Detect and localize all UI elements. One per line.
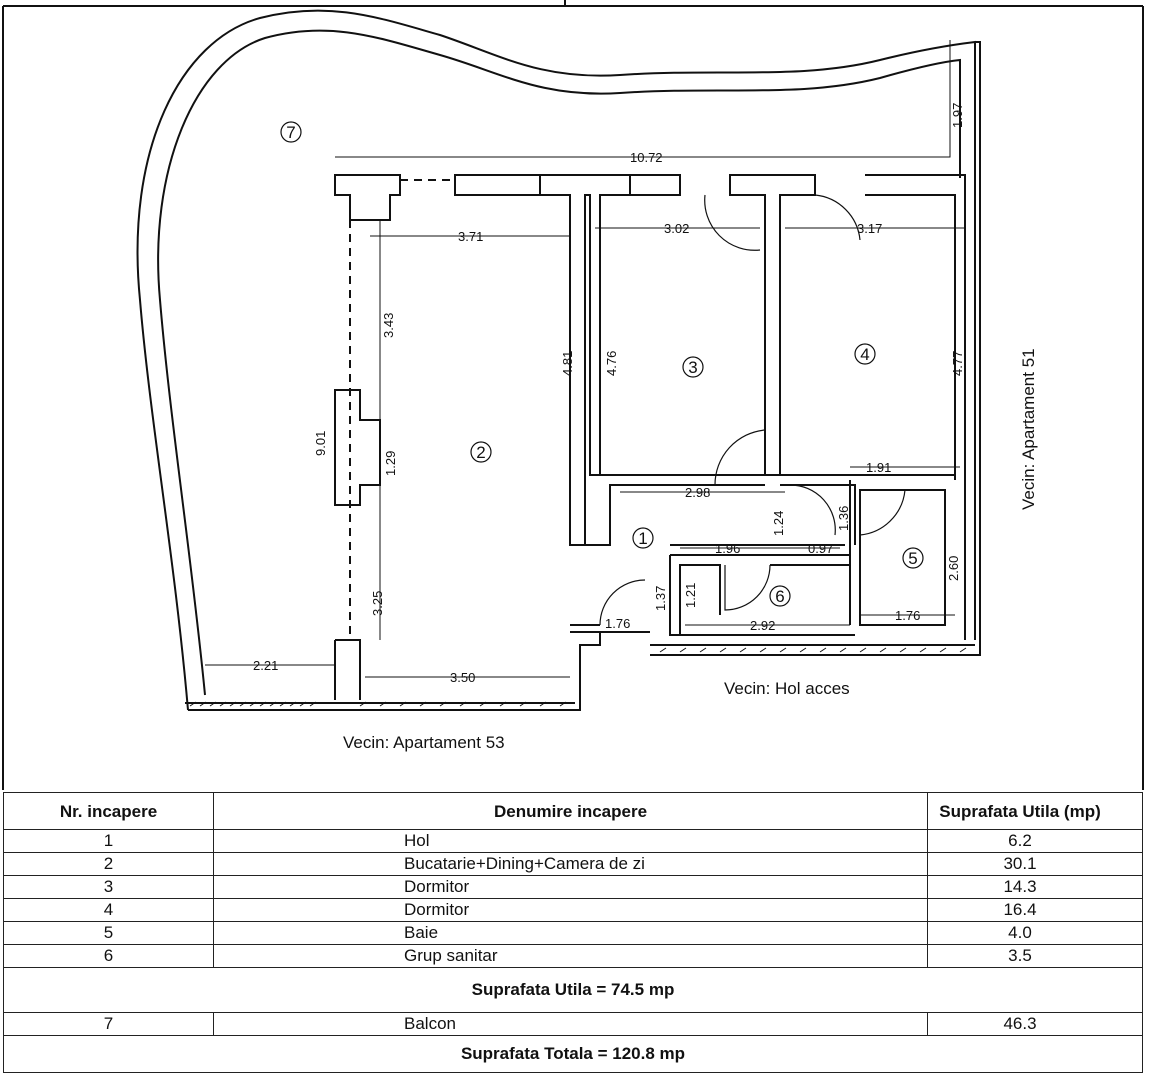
dim-label: 10.72 xyxy=(630,150,663,165)
balcony-inner-wall xyxy=(157,29,961,696)
cell-name: Baie xyxy=(213,921,928,945)
total-row: Suprafata Totala = 120.8 mp xyxy=(3,1035,1143,1073)
table-header: Nr. incapere Denumire incapere Suprafata… xyxy=(3,792,1143,830)
dim-label: 1.21 xyxy=(683,583,698,608)
dim-label: 1.29 xyxy=(383,451,398,476)
dim-label: 3.71 xyxy=(458,229,483,244)
header-nr: Nr. incapere xyxy=(3,792,214,830)
room-number: 7 xyxy=(286,123,295,142)
cell-area: 16.4 xyxy=(927,898,1143,922)
cell-area: 6.2 xyxy=(927,829,1143,853)
dim-label: 1.96 xyxy=(715,541,740,556)
dim-label: 4.81 xyxy=(560,351,575,376)
cell-nr: 7 xyxy=(3,1012,214,1036)
cell-nr: 6 xyxy=(3,944,214,968)
floor-plan: 10.72 1.97 3.71 3.02 3.17 3.43 4.81 4.76… xyxy=(2,0,1144,790)
dim-label: 3.25 xyxy=(370,591,385,616)
cell-nr: 4 xyxy=(3,898,214,922)
cell-area: 14.3 xyxy=(927,875,1143,899)
cell-nr: 3 xyxy=(3,875,214,899)
cell-name: Dormitor xyxy=(213,898,928,922)
header-name: Denumire incapere xyxy=(213,792,928,830)
cell-nr: 5 xyxy=(3,921,214,945)
cell-nr: 1 xyxy=(3,829,214,853)
neighbor-label-hall: Vecin: Hol acces xyxy=(724,679,850,698)
dim-label: 1.36 xyxy=(836,506,851,531)
total-text: Suprafata Totala = 120.8 mp xyxy=(3,1035,1143,1073)
dim-label: 3.02 xyxy=(664,221,689,236)
subtotal-row: Suprafata Utila = 74.5 mp xyxy=(3,967,1143,1013)
dim-label: 1.97 xyxy=(950,103,965,128)
dim-label: 2.98 xyxy=(685,485,710,500)
dim-label: 3.43 xyxy=(381,313,396,338)
dim-label: 4.76 xyxy=(604,351,619,376)
cell-name: Dormitor xyxy=(213,875,928,899)
cell-name: Grup sanitar xyxy=(213,944,928,968)
cell-name: Bucatarie+Dining+Camera de zi xyxy=(213,852,928,876)
dim-label: 1.91 xyxy=(866,460,891,475)
room-number: 3 xyxy=(688,358,697,377)
room-number: 4 xyxy=(860,345,869,364)
balcony-outer-wall xyxy=(136,9,976,711)
cell-name: Hol xyxy=(213,829,928,853)
neighbor-label-apartment: Vecin: Apartament 53 xyxy=(343,733,505,752)
cell-area: 3.5 xyxy=(927,944,1143,968)
dim-label: 1.37 xyxy=(653,586,668,611)
cell-area: 46.3 xyxy=(927,1012,1143,1036)
dim-label: 2.60 xyxy=(946,556,961,581)
room-markers xyxy=(280,121,924,607)
dim-label: 1.76 xyxy=(895,608,920,623)
room-number: 2 xyxy=(476,443,485,462)
hatch xyxy=(189,647,967,707)
page-frame xyxy=(2,0,1144,790)
dim-label: 1.76 xyxy=(605,616,630,631)
header-area: Suprafata Utila (mp) xyxy=(927,792,1143,830)
dim-label: 0.97 xyxy=(808,541,833,556)
cell-area: 4.0 xyxy=(927,921,1143,945)
subtotal-text: Suprafata Utila = 74.5 mp xyxy=(3,967,1143,1013)
dim-label: 3.17 xyxy=(857,221,882,236)
cell-nr: 2 xyxy=(3,852,214,876)
cell-area: 30.1 xyxy=(927,852,1143,876)
dim-label: 2.92 xyxy=(750,618,775,633)
neighbor-label-right: Vecin: Apartament 51 xyxy=(1019,348,1038,510)
cell-name: Balcon xyxy=(213,1012,928,1036)
dim-label: 1.24 xyxy=(771,511,786,536)
room-number: 5 xyxy=(908,549,917,568)
dim-label: 2.21 xyxy=(253,658,278,673)
room-number: 1 xyxy=(638,529,647,548)
room-number: 6 xyxy=(775,587,784,606)
area-table: Nr. incapere Denumire incapere Suprafata… xyxy=(3,792,1143,1073)
dim-label: 4.77 xyxy=(950,351,965,376)
dimension-labels: 10.72 1.97 3.71 3.02 3.17 3.43 4.81 4.76… xyxy=(253,103,965,685)
dim-label: 3.50 xyxy=(450,670,475,685)
dim-label: 9.01 xyxy=(313,431,328,456)
